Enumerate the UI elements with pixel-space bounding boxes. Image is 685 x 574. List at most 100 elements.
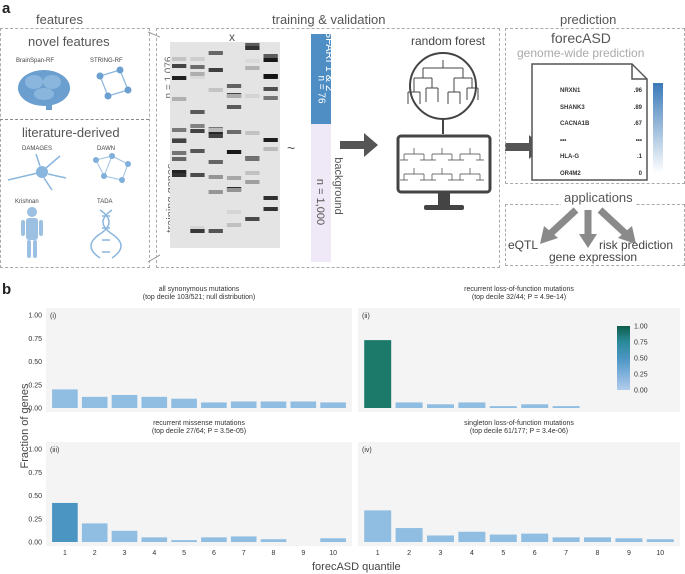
gene-name: ••• [560, 137, 567, 144]
brainspan-label: BrainSpan-RF [16, 58, 55, 64]
gene-name: NRXN1 [560, 88, 581, 94]
heatmap-cell [263, 74, 278, 78]
y-tick-label: 0.00 [28, 406, 42, 413]
gene-row: CACNA1B.67 [560, 121, 642, 138]
bar [458, 402, 486, 408]
panel-subtitle: (top decile 61/177; P = 3.4e-06) [470, 428, 568, 435]
brain-icon [18, 70, 70, 110]
panel-b-letter: b [2, 281, 12, 298]
heatmap-cell [245, 59, 260, 63]
bar [201, 402, 227, 408]
heatmap-cell [208, 190, 223, 194]
connector-top [147, 31, 160, 38]
bar [81, 523, 108, 542]
colorbar-tick-label: 0.75 [634, 340, 648, 347]
bar [230, 536, 257, 542]
colorbar-tick-label: 1.00 [634, 324, 648, 331]
bar [171, 398, 197, 408]
gene-row: OR4M2 0 [560, 171, 642, 188]
heatmap-cell [226, 223, 242, 227]
heatmap-cell [245, 46, 260, 50]
y-tick-label: 1.00 [28, 313, 42, 320]
dawn-network-icon [93, 153, 131, 183]
panel-tag: (ii) [362, 313, 370, 320]
x-tick-label: 2 [93, 550, 97, 557]
bar [52, 502, 78, 542]
connector-bottom [147, 254, 160, 263]
heatmap-cell [172, 128, 187, 132]
heatmap-cell [263, 54, 278, 58]
heatmap-cell [208, 229, 223, 233]
y-tick-label: 0.75 [28, 336, 42, 343]
prediction-subtitle: genome-wide prediction [517, 46, 645, 60]
tada-label: TADA [97, 199, 113, 205]
y-tick-label: 0.75 [28, 470, 42, 477]
string-label: STRING-RF [90, 58, 123, 64]
heatmap-cell [208, 128, 223, 132]
network-icon [96, 66, 132, 100]
bar [521, 404, 549, 408]
bar [320, 538, 346, 542]
gene-name: OR4M2 [560, 170, 581, 177]
heatmap-cell [172, 173, 187, 177]
heatmap-cell [208, 88, 223, 92]
panel-background [46, 308, 352, 412]
gene-score: .96 [633, 88, 642, 94]
sfari-bar [311, 34, 331, 124]
heatmap-cell [263, 96, 278, 100]
panel-title: singleton loss-of-function mutations [464, 420, 574, 427]
gene-score: 0 [638, 170, 642, 177]
heatmap-cell [263, 207, 278, 211]
heatmap-cell [190, 72, 205, 76]
bar [521, 533, 549, 542]
heatmap-cell [245, 217, 260, 221]
gene-score: .1 [636, 154, 642, 160]
heatmap-cell [190, 229, 205, 233]
x-tick-label: 5 [501, 550, 505, 557]
bar [320, 402, 346, 408]
heatmap-cell [208, 51, 223, 55]
x-tick-label: 9 [301, 550, 305, 557]
arrow-to-forest [340, 133, 378, 157]
gene-score: .67 [633, 121, 642, 127]
gene-row: HLA-G .1 [560, 154, 642, 171]
heatmap-cell [208, 175, 223, 179]
y-tick-label: 0.25 [28, 382, 42, 389]
training-header: training & validation [272, 12, 386, 27]
heatmap-cell [190, 75, 205, 79]
bar [141, 537, 168, 542]
heatmap-cell [172, 170, 187, 174]
heatmap-cell [226, 105, 242, 109]
gene-row: NRXN1 .96 [560, 88, 642, 105]
heatmap-cell [190, 129, 205, 133]
bar [111, 394, 138, 408]
training-box [156, 28, 500, 268]
gene-row: SHANK3.89 [560, 105, 642, 122]
y-tick-label: 0.50 [28, 493, 42, 500]
heatmap-cell [245, 94, 260, 98]
bar [552, 406, 580, 408]
bar [260, 539, 287, 542]
gene-score: ••• [635, 137, 642, 144]
heatmap-cell [245, 43, 260, 47]
bar [615, 538, 643, 542]
heatmap-cell [190, 173, 205, 177]
heatmap-cell [208, 134, 223, 138]
panel-title: recurrent missense mutations [153, 420, 245, 427]
panel-title: all synonymous mutations [159, 286, 240, 293]
panel-tag: (iii) [50, 447, 59, 454]
bar [552, 537, 580, 542]
colorbar [617, 326, 630, 390]
heatmap-cell [172, 57, 187, 61]
gene-name: HLA-G [560, 154, 579, 160]
magnifier-icon [407, 52, 479, 134]
heatmap-cell [172, 64, 187, 68]
heatmap-cell [226, 176, 242, 180]
heatmap-cell [172, 151, 187, 155]
panel-background [358, 308, 680, 412]
dawn-label: DAWN [97, 146, 116, 152]
heatmap-cell [263, 87, 278, 91]
colorbar-tick-label: 0.50 [634, 356, 648, 363]
bar [364, 340, 392, 408]
